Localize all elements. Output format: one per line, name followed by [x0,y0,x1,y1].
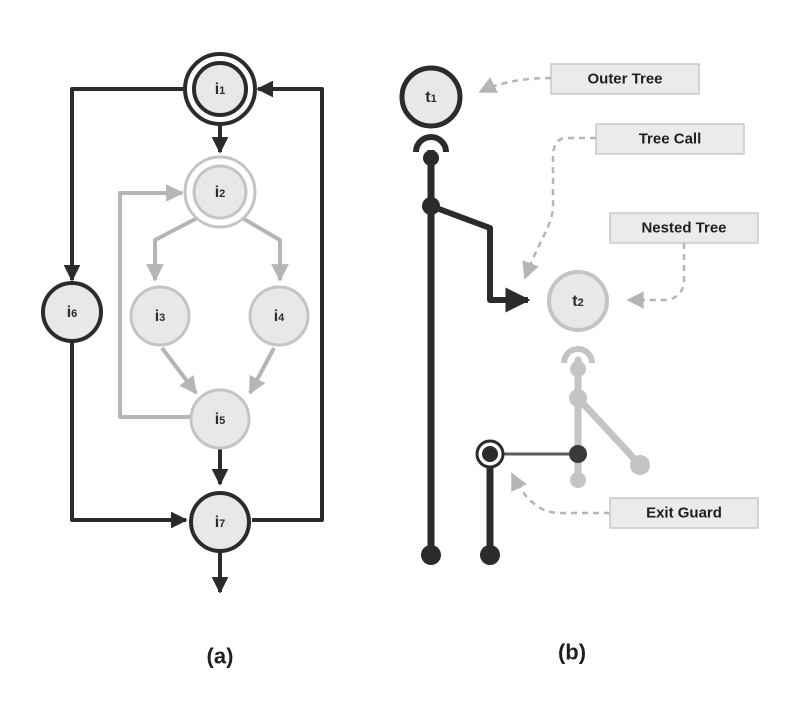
node-i6: i6 [41,281,103,343]
exit-guard-dot [482,446,498,462]
svg-text:i5: i5 [215,411,226,428]
outer-fork [422,197,440,215]
edge-i4-i5 [248,347,276,395]
tree-call-connector [522,136,596,280]
node-i4: i4 [248,285,310,347]
node-t1-label: t [425,89,431,106]
svg-text:i6: i6 [67,304,78,321]
nested-leaf-bottom [570,472,586,488]
edge-i3-i5 [160,346,198,395]
exit-guard-connector [510,472,610,515]
panel-b-caption: (b) [558,640,586,665]
node-i5: i5 [189,388,251,450]
edge-i5-i2-backedge [118,184,193,419]
node-i2-label: i [215,184,219,201]
nested-joint [570,361,586,377]
node-i3-subscript: 3 [159,312,165,324]
node-i1: i1 [183,52,257,126]
outer-tree [413,134,531,565]
svg-text:i1: i1 [215,81,226,98]
svg-text:i3: i3 [155,308,166,325]
svg-text:t2: t2 [572,293,583,310]
node-t2-label: t [572,293,578,310]
node-i4-label: i [274,308,278,325]
node-i6-subscript: 6 [71,308,77,320]
node-i5-label: i [215,411,219,428]
tree-call-edge [429,203,531,313]
panel-a: i1 i2 i3 i4 i5 i6 i7 (a) [41,52,324,669]
svg-text:i2: i2 [215,184,226,201]
node-t2: t2 [547,270,609,332]
outer-leaf [421,545,441,565]
exit-guard-junction [569,445,587,463]
node-i5-subscript: 5 [219,415,225,427]
nested-cap [561,346,595,364]
node-t1: t1 [399,65,463,129]
nested-fork [569,389,587,407]
panel-b: Outer Tree Tree Call Nested Tree Exit Gu… [399,63,759,665]
node-i4-subscript: 4 [278,312,285,324]
panel-a-caption: (a) [207,644,234,669]
callout-outer-tree: Outer Tree [550,63,700,95]
callout-tree-call: Tree Call [595,123,745,155]
node-t2-subscript: 2 [578,297,584,309]
outer-joint [423,150,439,166]
callout-nested-tree: Nested Tree [609,212,759,244]
edge-i6-i7 [70,340,188,529]
callout-nested-tree-label: Nested Tree [641,220,726,237]
node-i2-subscript: 2 [219,188,225,200]
callout-exit-guard: Exit Guard [609,497,759,529]
node-t1-subscript: 1 [431,93,437,105]
svg-text:t1: t1 [425,89,436,106]
svg-text:i7: i7 [215,514,226,531]
node-i1-subscript: 1 [219,85,225,97]
nested-tree [561,346,650,488]
node-i3: i3 [129,285,191,347]
node-i6-label: i [67,304,71,321]
edge-i2-i4 [235,213,289,282]
node-i2: i2 [183,155,257,229]
node-i7: i7 [189,491,251,553]
edge-i1-i6 [63,87,183,282]
node-i7-subscript: 7 [219,518,225,530]
outer-tree-connector [478,76,552,94]
edge-i7-i1-backedge [252,80,324,522]
node-i1-label: i [215,81,219,98]
nested-branch [574,394,644,469]
nested-leaf-right [630,455,650,475]
callout-tree-call-label: Tree Call [639,131,702,148]
edge-i2-i3 [146,213,204,282]
callout-outer-tree-label: Outer Tree [587,71,662,88]
exit-leaf [480,545,500,565]
callout-exit-guard-label: Exit Guard [646,505,722,522]
outer-cap [413,134,449,153]
svg-text:i4: i4 [274,308,285,325]
node-i7-label: i [215,514,219,531]
node-i3-label: i [155,308,159,325]
nested-tree-connector [626,243,686,309]
